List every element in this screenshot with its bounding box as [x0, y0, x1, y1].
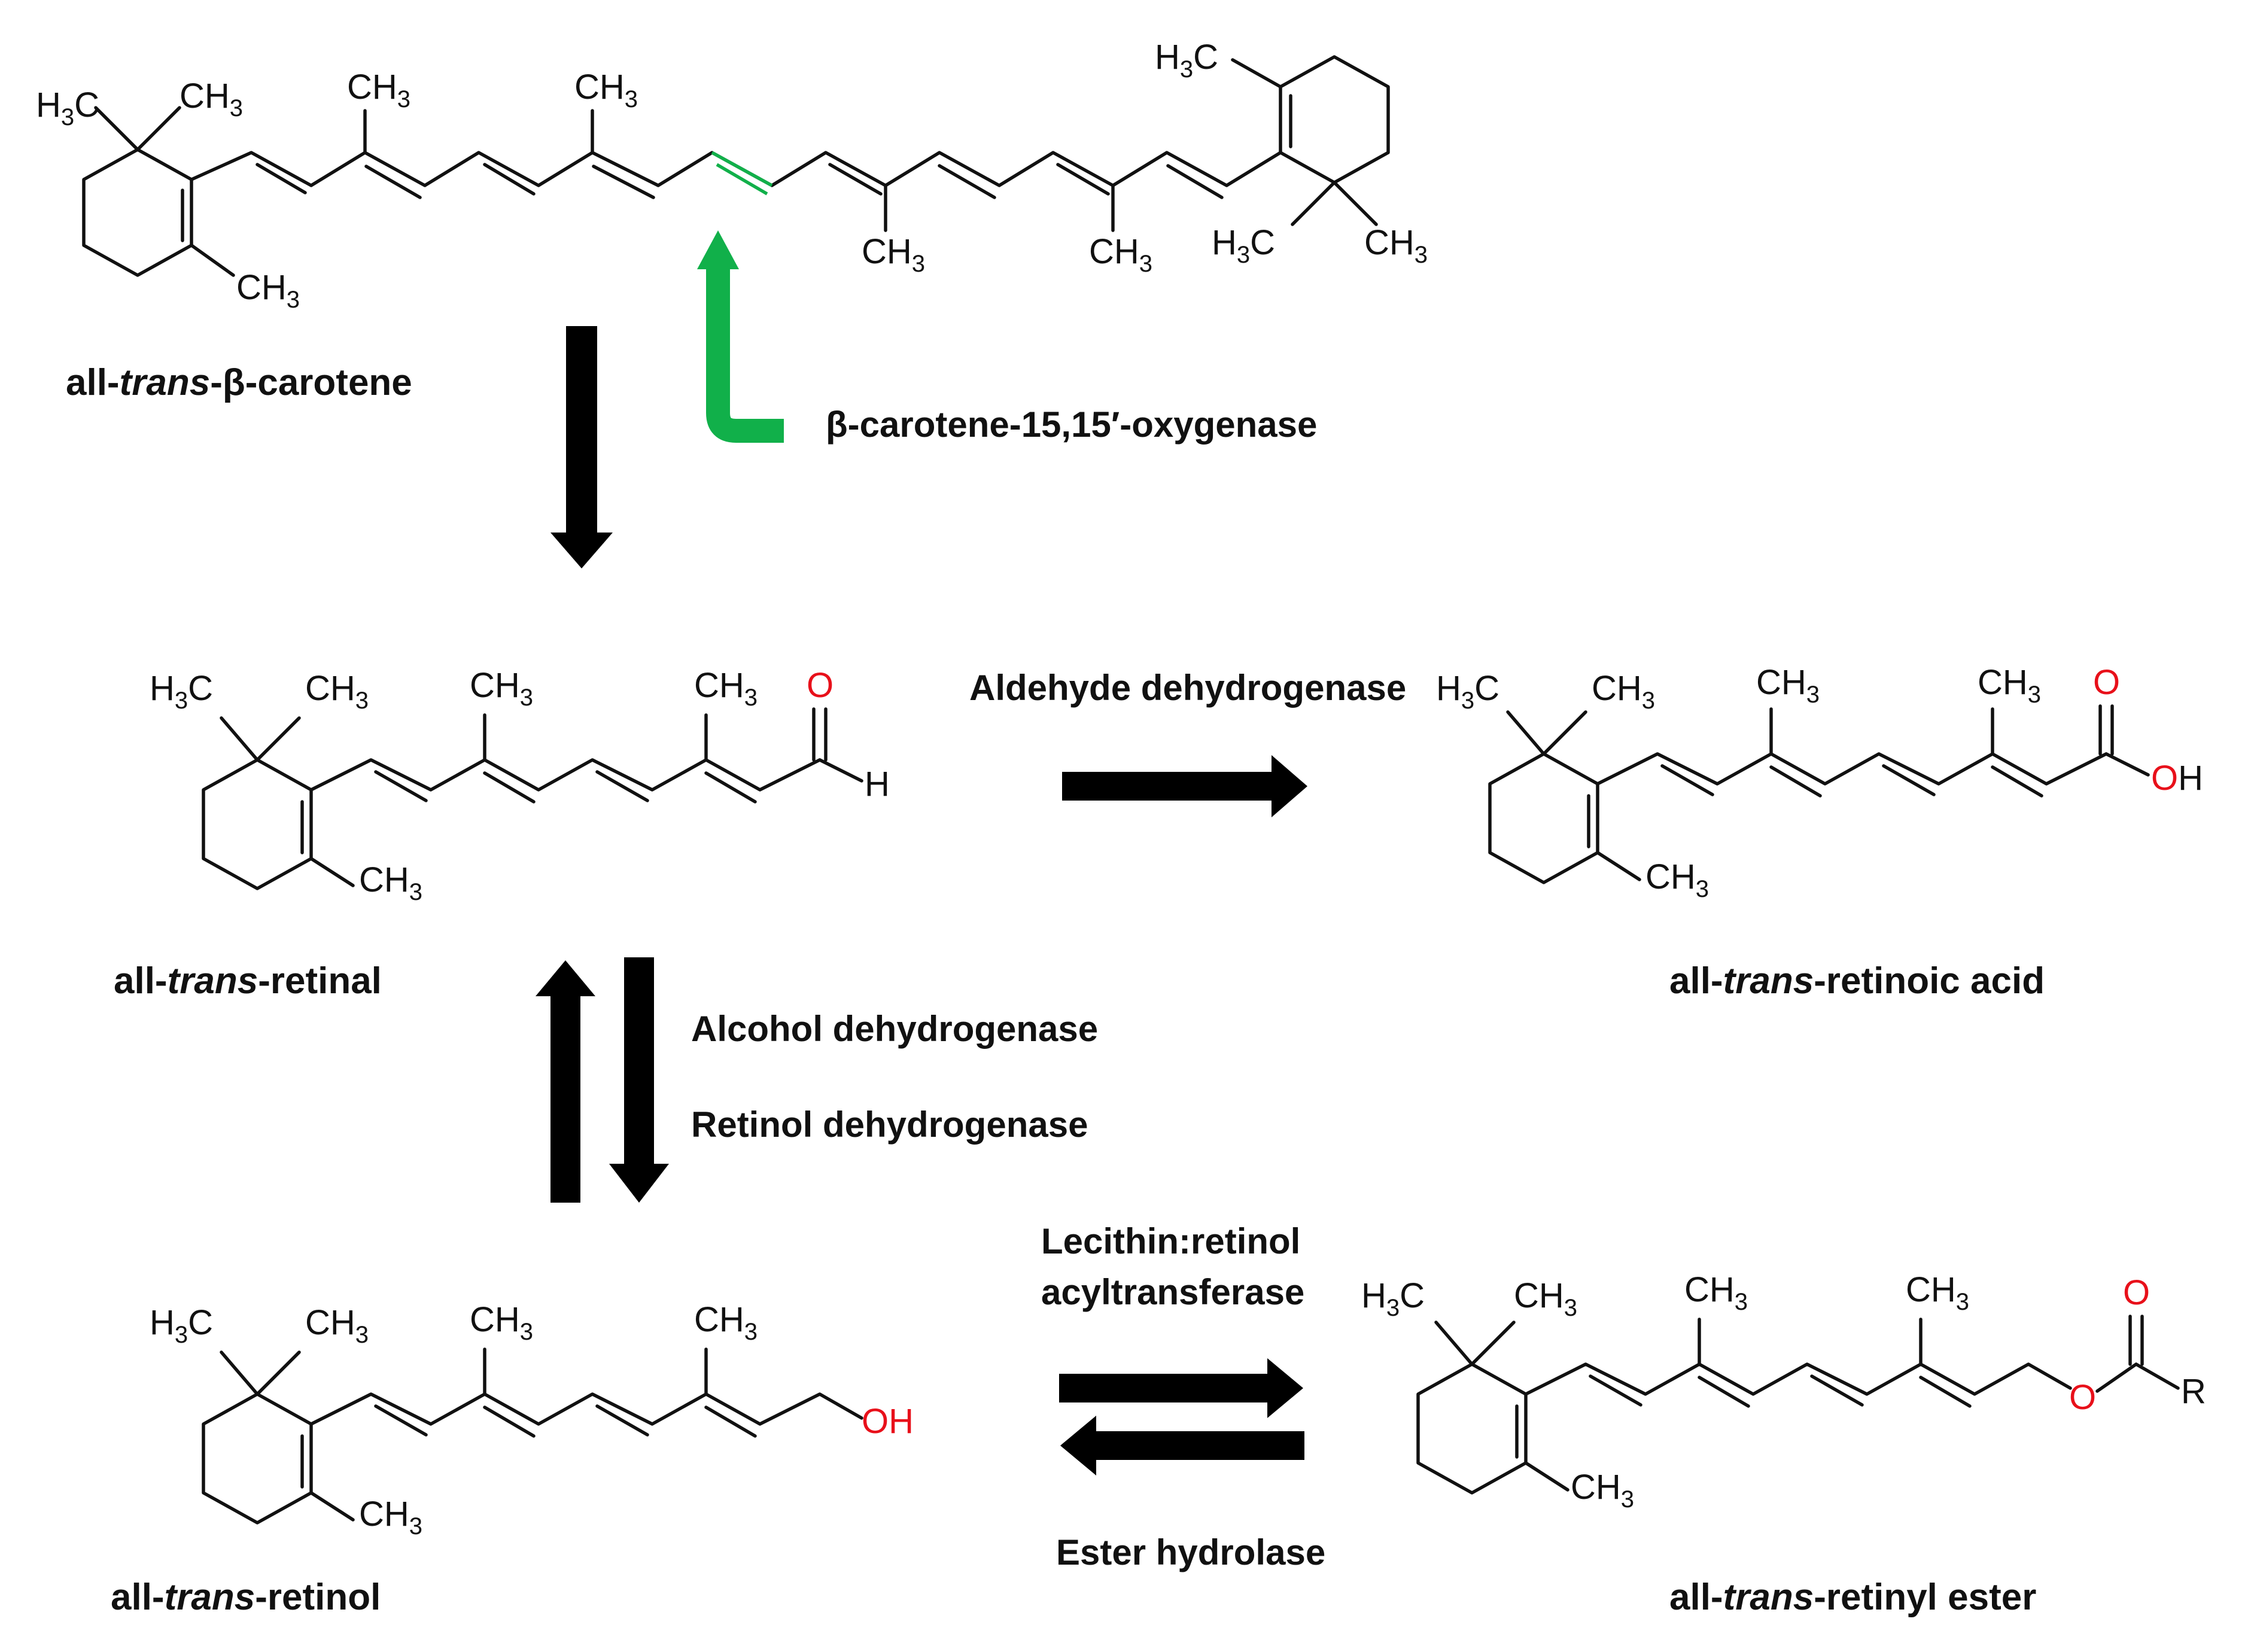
svg-text:O: O	[2069, 1378, 2096, 1417]
beta-carotene-caption: all-trans-β-carotene	[66, 362, 412, 403]
svg-text:CH3: CH3	[694, 666, 758, 711]
svg-text:CH3: CH3	[862, 232, 925, 277]
svg-text:CH3: CH3	[1592, 669, 1655, 714]
svg-text:CH3: CH3	[1684, 1270, 1748, 1315]
carotene-to-retinal-arrow	[550, 326, 613, 568]
retinal-atom-labels: H3C CH3 CH3 CH3 CH3 O H	[150, 666, 890, 905]
retinoic-acid-atom-labels: H3C CH3 CH3 CH3 CH3 O OH	[1436, 663, 2203, 902]
svg-text:CH3: CH3	[694, 1300, 758, 1345]
retinyl-ester-caption: all-trans-retinyl ester	[1669, 1577, 2036, 1618]
retinyl-ester-atom-labels: H3C CH3 CH3 CH3 CH3 O O R	[1361, 1270, 2206, 1513]
svg-text:CH3: CH3	[1514, 1276, 1577, 1321]
svg-text:H3C: H3C	[1212, 223, 1275, 268]
cleavage-double-bond	[716, 163, 768, 196]
retinol-atom-labels: H3C CH3 CH3 CH3 CH3 OH	[150, 1300, 914, 1540]
lrat-label-line1: Lecithin:retinol	[1041, 1221, 1300, 1261]
svg-text:CH3: CH3	[574, 68, 638, 112]
svg-text:CH3: CH3	[305, 1303, 369, 1348]
svg-text:OH: OH	[2151, 759, 2203, 798]
svg-text:H3C: H3C	[150, 1303, 213, 1348]
svg-text:CH3: CH3	[1364, 223, 1428, 268]
svg-text:CH3: CH3	[347, 68, 410, 112]
aldehyde-dehydrogenase-label: Aldehyde dehydrogenase	[969, 668, 1406, 708]
svg-text:CH3: CH3	[359, 1495, 422, 1540]
retinal-caption: all-trans-retinal	[114, 960, 382, 1002]
svg-text:H3C: H3C	[1155, 38, 1218, 83]
retinoic-acid-structure	[1488, 704, 2150, 884]
beta-carotene-atom-labels: H3C CH3 CH3 CH3 CH3 CH3 CH3 H3C H3C CH3	[36, 38, 1428, 313]
retinal-retinol-equilibrium-arrows	[536, 957, 669, 1203]
svg-text:CH3: CH3	[1089, 232, 1152, 277]
alcohol-dehydrogenase-label: Alcohol dehydrogenase	[691, 1009, 1098, 1049]
svg-text:H3C: H3C	[36, 86, 99, 130]
svg-text:CH3: CH3	[236, 268, 300, 313]
oxygenase-arrow	[697, 230, 784, 443]
svg-text:CH3: CH3	[1645, 857, 1709, 902]
retinyl-ester-structure	[1416, 1315, 2180, 1495]
oxygenase-label: β-carotene-15,15′-oxygenase	[826, 404, 1317, 445]
lrat-label-line2: acyltransferase	[1041, 1272, 1304, 1312]
svg-text:H3C: H3C	[1436, 669, 1499, 714]
svg-text:CH3: CH3	[1978, 663, 2041, 708]
beta-carotene-structure	[82, 55, 1390, 277]
svg-text:O: O	[2093, 663, 2120, 702]
svg-text:H: H	[865, 765, 890, 804]
svg-text:CH3: CH3	[1571, 1468, 1634, 1513]
svg-text:CH3: CH3	[470, 666, 533, 711]
retinal-to-retinoic-acid-arrow	[1062, 755, 1307, 817]
svg-text:CH3: CH3	[1906, 1270, 1969, 1315]
svg-text:H3C: H3C	[1361, 1276, 1425, 1321]
retinol-caption: all-trans-retinol	[111, 1577, 381, 1618]
svg-text:CH3: CH3	[305, 669, 369, 714]
svg-text:CH3: CH3	[1756, 663, 1820, 708]
retinol-retinyl-ester-arrows	[1059, 1358, 1304, 1475]
retinol-dehydrogenase-label: Retinol dehydrogenase	[691, 1105, 1088, 1145]
retinol-structure	[202, 1347, 863, 1525]
retinoic-acid-caption: all-trans-retinoic acid	[1669, 960, 2045, 1002]
svg-text:CH3: CH3	[470, 1300, 533, 1345]
svg-text:H3C: H3C	[150, 669, 213, 714]
ester-hydrolase-label: Ester hydrolase	[1056, 1532, 1325, 1572]
svg-text:O: O	[2123, 1273, 2150, 1312]
retinal-structure	[202, 707, 863, 890]
svg-text:R: R	[2181, 1372, 2206, 1411]
svg-text:CH3: CH3	[180, 77, 243, 121]
svg-text:CH3: CH3	[359, 860, 422, 905]
svg-text:OH: OH	[862, 1402, 914, 1441]
svg-text:O: O	[807, 666, 834, 705]
